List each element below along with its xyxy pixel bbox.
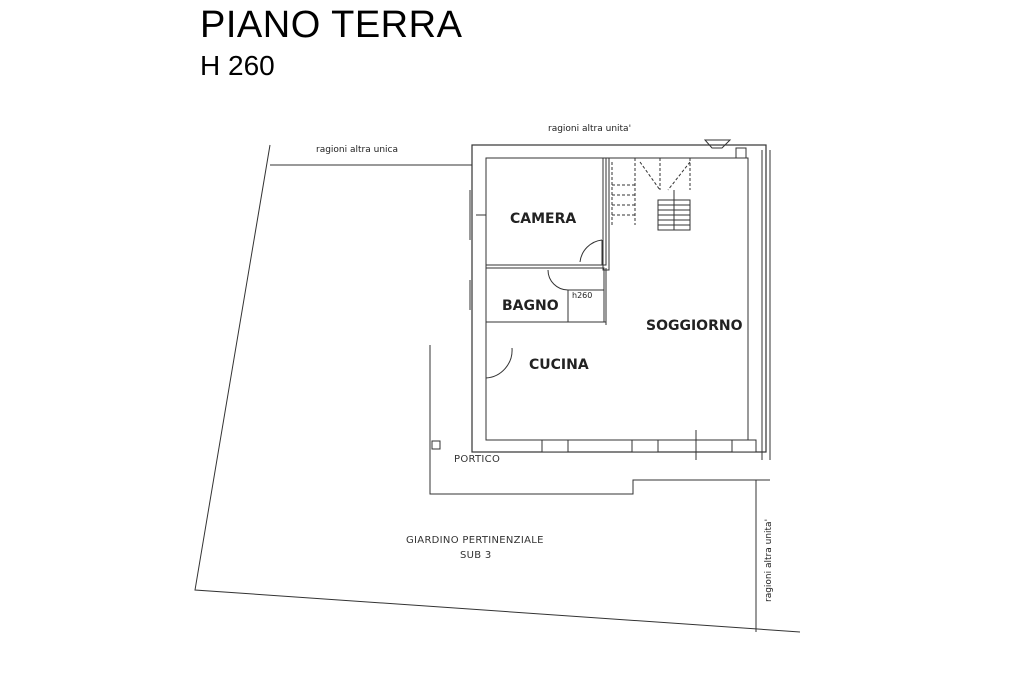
portico-label: PORTICO: [454, 454, 500, 465]
room-label-camera: CAMERA: [510, 211, 576, 227]
plan-title: PIANO TERRA: [200, 4, 463, 46]
room-label-bagno: BAGNO: [502, 298, 559, 314]
neighbor-left-label: ragioni altra unica: [316, 145, 398, 155]
room-label-cucina: CUCINA: [529, 357, 589, 373]
staircase: [611, 158, 691, 231]
neighbor-right-label: ragioni altra unita': [764, 519, 774, 602]
camera-walls: [485, 157, 607, 266]
cucina-door-swing: [485, 347, 513, 379]
porch-pillar: [431, 440, 441, 450]
height-label: H 260: [200, 50, 275, 81]
portico-outline: [429, 345, 770, 495]
camera-door-swing: [579, 239, 603, 263]
house-outer-wall: [471, 144, 767, 453]
bagno-door-swing: [547, 269, 569, 291]
lot-boundary: [194, 144, 801, 633]
garden-label: GIARDINO PERTINENZIALE: [406, 535, 544, 546]
neighbor-top-label: ragioni altra unita': [548, 124, 631, 134]
garden-sub-label: SUB 3: [460, 550, 492, 561]
bagno-height-annotation: h260: [572, 291, 592, 300]
room-label-soggiorno: SOGGIORNO: [646, 318, 743, 334]
chimney-symbol: [703, 139, 732, 149]
